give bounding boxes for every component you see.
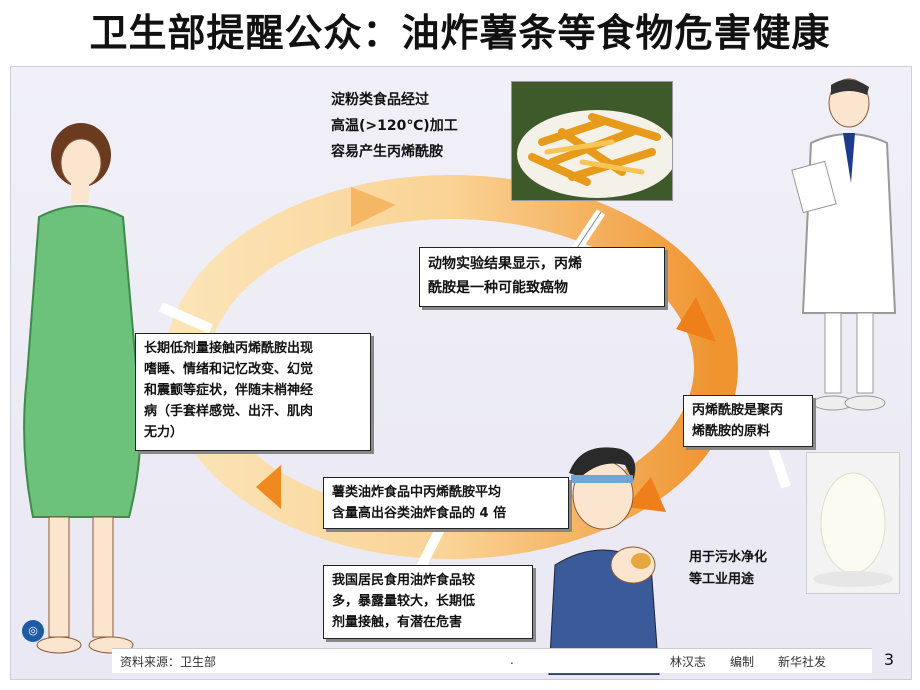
xinhua-logo-icon: ◎ — [22, 620, 44, 642]
footer-editor: 林汉志 编制 新华社发 — [670, 655, 827, 669]
exposure-line-3: 剂量接触，有潜在危害 — [332, 615, 463, 630]
exposure-line-1: 我国居民食用油炸食品较 — [332, 573, 476, 588]
arrow-head-top — [351, 187, 396, 227]
arrow-head-bottom-left — [256, 465, 281, 509]
infographic-panel: 淀粉类食品经过 高温(>120℃)加工 容易产生丙烯酰胺 动物实验结果显示，丙烯… — [10, 66, 912, 680]
symptoms-line-1: 长期低剂量接触丙烯酰胺出现 — [144, 341, 314, 356]
footer-bar: 资料来源：卫生部 . 林汉志 编制 新华社发 — [112, 648, 872, 673]
raw-material-line-2: 烯酰胺的原料 — [692, 424, 771, 439]
top-caption-line-2: 高温(>120℃)加工 — [331, 118, 458, 134]
top-caption: 淀粉类食品经过 高温(>120℃)加工 容易产生丙烯酰胺 — [331, 87, 458, 165]
woman-figure-icon — [23, 123, 142, 654]
footer-dot: . — [510, 653, 514, 667]
symptoms-line-4: 病（手套样感觉、出汗、肌肉 — [144, 404, 314, 419]
polyacrylamide-powder-photo — [806, 452, 900, 594]
industrial-use-caption: 用于污水净化 等工业用途 — [689, 547, 767, 591]
carcinogen-box: 动物实验结果显示，丙烯 酰胺是一种可能致癌物 — [419, 247, 665, 307]
page-title: 卫生部提醒公众：油炸薯条等食物危害健康 — [89, 11, 831, 55]
exposure-box: 我国居民食用油炸食品较 多，暴露量较大，长期低 剂量接触，有潜在危害 — [323, 565, 533, 639]
man-eating-figure-icon — [548, 447, 660, 675]
arrow-head-right — [676, 297, 716, 342]
exposure-line-2: 多，暴露量较大，长期低 — [332, 594, 476, 609]
symptoms-box: 长期低剂量接触丙烯酰胺出现 嗜睡、情绪和记忆改变、幻觉 和震颤等症状，伴随末梢神… — [135, 333, 371, 451]
footer-source: 资料来源：卫生部 — [120, 655, 217, 669]
industrial-use-line-1: 用于污水净化 — [689, 550, 768, 565]
french-fries-photo — [511, 81, 673, 201]
symptoms-line-2: 嗜睡、情绪和记忆改变、幻觉 — [144, 362, 314, 377]
average-content-box: 薯类油炸食品中丙烯酰胺平均 含量高出谷类油炸食品的 4 倍 — [323, 477, 569, 529]
symptoms-line-5: 无力） — [144, 425, 184, 440]
top-caption-line-1: 淀粉类食品经过 — [331, 92, 429, 108]
average-content-line-2: 含量高出谷类油炸食品的 4 倍 — [332, 506, 507, 521]
raw-material-line-1: 丙烯酰胺是聚丙 — [692, 403, 784, 418]
doctor-figure-icon — [791, 78, 897, 411]
carcinogen-line-1: 动物实验结果显示，丙烯 — [428, 256, 582, 272]
raw-material-box: 丙烯酰胺是聚丙 烯酰胺的原料 — [683, 395, 813, 447]
arrow-head-bottom-right — [626, 477, 666, 512]
industrial-use-line-2: 等工业用途 — [689, 572, 755, 587]
carcinogen-line-2: 酰胺是一种可能致癌物 — [428, 280, 568, 296]
symptoms-line-3: 和震颤等症状，伴随末梢神经 — [144, 383, 314, 398]
page-number: 3 — [883, 650, 894, 669]
top-caption-line-3: 容易产生丙烯酰胺 — [331, 144, 443, 160]
average-content-line-1: 薯类油炸食品中丙烯酰胺平均 — [332, 485, 502, 500]
